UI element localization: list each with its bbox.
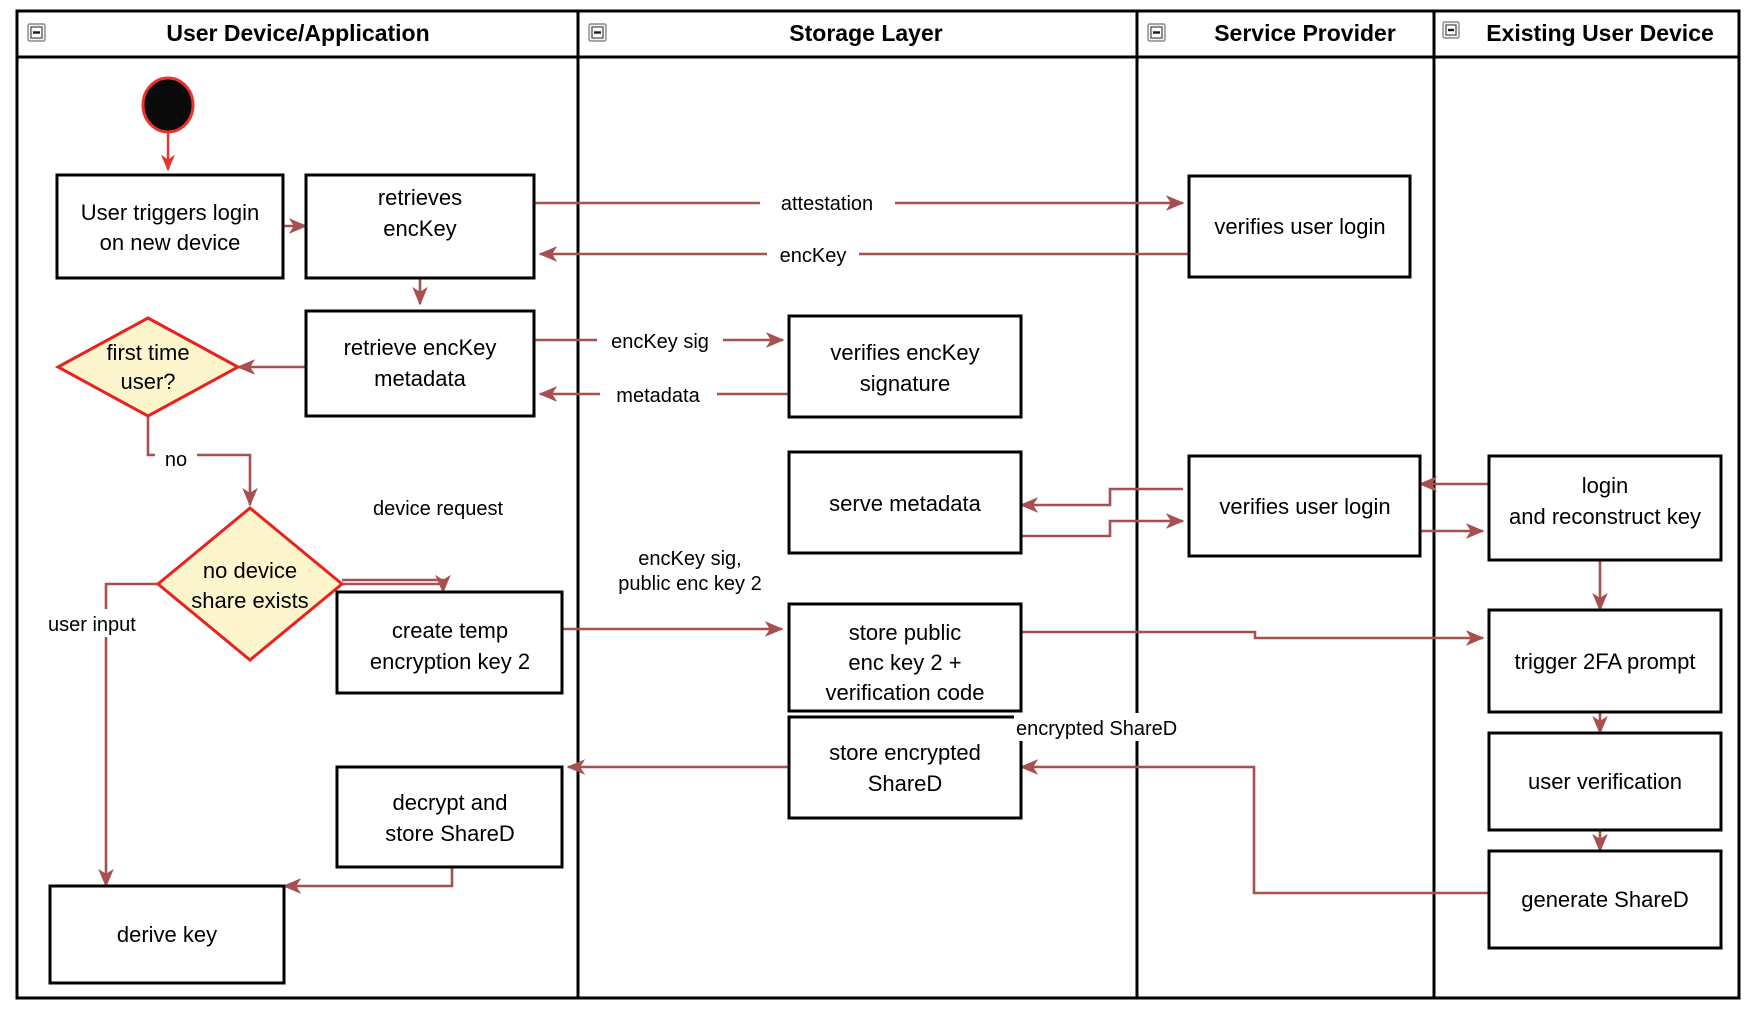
node-label-line: decrypt and	[393, 790, 508, 815]
node-derive-key[interactable]: derive key	[48, 884, 286, 985]
node-decrypt-and-store-shared[interactable]: decrypt and store ShareD	[335, 765, 564, 869]
node-label-line: encryption key 2	[370, 649, 530, 674]
edge-no-branch	[146, 416, 258, 507]
node-label-line: verifies user login	[1214, 214, 1385, 239]
edge-label-enckey-sig: encKey sig	[611, 331, 709, 353]
node-label-line: metadata	[374, 366, 466, 391]
node-label-line: create temp	[392, 618, 508, 643]
lane-header-service-provider[interactable]: Service Provider	[1147, 20, 1396, 46]
node-label-line: enc key 2 +	[848, 650, 961, 675]
edge-encrypted-shared	[1019, 759, 1489, 895]
edge-label-layer: attestation encKey encKey sig metadata n…	[42, 188, 1196, 741]
node-initial-start[interactable]	[141, 76, 195, 134]
node-label-line: verification code	[826, 680, 985, 705]
edge-label-enckey-sig-line2: public enc key 2	[618, 573, 761, 595]
node-label-line: user verification	[1528, 769, 1682, 794]
node-user-verification[interactable]: user verification	[1487, 731, 1723, 832]
node-label-line: no device	[203, 558, 297, 583]
node-store-encrypted-shared[interactable]: store encrypted ShareD	[787, 715, 1023, 820]
edge-label-user-input: user input	[48, 614, 136, 636]
node-label-line: generate ShareD	[1521, 887, 1689, 912]
lane-title-service-provider: Service Provider	[1214, 20, 1396, 46]
edge-label-encrypted-shared: encrypted ShareD	[1016, 718, 1177, 740]
node-create-temp-encryption-key-2[interactable]: create temp encryption key 2	[335, 590, 564, 695]
node-trigger-2fa-prompt[interactable]: trigger 2FA prompt	[1487, 608, 1723, 714]
edge-label-enckey: encKey	[780, 245, 847, 267]
node-label-line: store public	[849, 620, 962, 645]
node-verifies-user-login-2[interactable]: verifies user login	[1187, 454, 1422, 558]
node-label-line: user?	[120, 369, 175, 394]
node-label-line: and reconstruct key	[1509, 504, 1701, 529]
lane-title-existing-device: Existing User Device	[1486, 20, 1714, 46]
edge-layer	[98, 120, 1608, 895]
edge-device-request	[342, 574, 451, 594]
node-login-and-reconstruct-key[interactable]: login and reconstruct key	[1487, 454, 1723, 562]
node-serve-metadata[interactable]: serve metadata	[787, 450, 1023, 555]
edge-serve-metadata-to-sp	[1021, 513, 1185, 538]
node-retrieves-enckey[interactable]: retrieves encKey	[304, 173, 536, 280]
edge-label-attestation: attestation	[781, 193, 873, 215]
node-label-line: store ShareD	[385, 821, 515, 846]
lane-title-storage: Storage Layer	[789, 20, 942, 46]
lane-header-user-device[interactable]: User Device/Application	[27, 20, 430, 46]
lane-header-storage[interactable]: Storage Layer	[588, 20, 943, 46]
node-label-line: first time	[106, 340, 189, 365]
edge-store-public-to-2fa	[1021, 630, 1485, 646]
edge-label-metadata: metadata	[616, 385, 700, 407]
node-label-line: store encrypted	[829, 740, 981, 765]
node-label-line: derive key	[117, 922, 217, 947]
edge-label-no: no	[165, 449, 187, 471]
node-verifies-user-login-1[interactable]: verifies user login	[1187, 174, 1412, 279]
node-label-line: on new device	[100, 230, 241, 255]
edge-device-request-seg	[342, 582, 445, 586]
edge-sp-to-serve-metadata	[1019, 487, 1183, 513]
node-label-line: serve metadata	[829, 491, 981, 516]
node-store-public-enc-key-2[interactable]: store public enc key 2 + verification co…	[787, 602, 1023, 713]
node-decision-first-time-user[interactable]: first time user?	[54, 316, 242, 418]
node-label-line: verifies user login	[1219, 494, 1390, 519]
node-label-line: ShareD	[868, 771, 943, 796]
collapse-minus-icon[interactable]	[27, 23, 46, 42]
collapse-minus-icon[interactable]	[588, 23, 607, 42]
lane-title-user-device: User Device/Application	[166, 20, 429, 46]
node-user-triggers-login[interactable]: User triggers login on new device	[55, 173, 285, 280]
node-retrieve-enckey-metadata[interactable]: retrieve encKey metadata	[304, 309, 536, 418]
node-label-line: trigger 2FA prompt	[1515, 649, 1696, 674]
collapse-minus-icon[interactable]	[1147, 23, 1166, 42]
node-verifies-enckey-signature[interactable]: verifies encKey signature	[787, 314, 1023, 419]
node-label-line: signature	[860, 371, 951, 396]
node-label-line: retrieves	[378, 185, 462, 210]
lane-header-existing-device[interactable]: Existing User Device	[1442, 20, 1714, 46]
node-decision-no-device-share[interactable]: no device share exists	[155, 506, 345, 662]
node-label-line: login	[1582, 473, 1628, 498]
edge-user-input	[98, 582, 158, 888]
node-label-line: encKey	[383, 216, 456, 241]
node-label-line: retrieve encKey	[344, 335, 497, 360]
node-generate-shared[interactable]: generate ShareD	[1487, 849, 1723, 950]
node-label-line: User triggers login	[81, 200, 260, 225]
edge-label-enckey-sig-line1: encKey sig,	[638, 548, 741, 570]
node-label-line: verifies encKey	[830, 340, 979, 365]
node-label-line: share exists	[191, 588, 308, 613]
collapse-minus-icon[interactable]	[1442, 21, 1460, 39]
edge-label-device-request: device request	[373, 498, 504, 520]
